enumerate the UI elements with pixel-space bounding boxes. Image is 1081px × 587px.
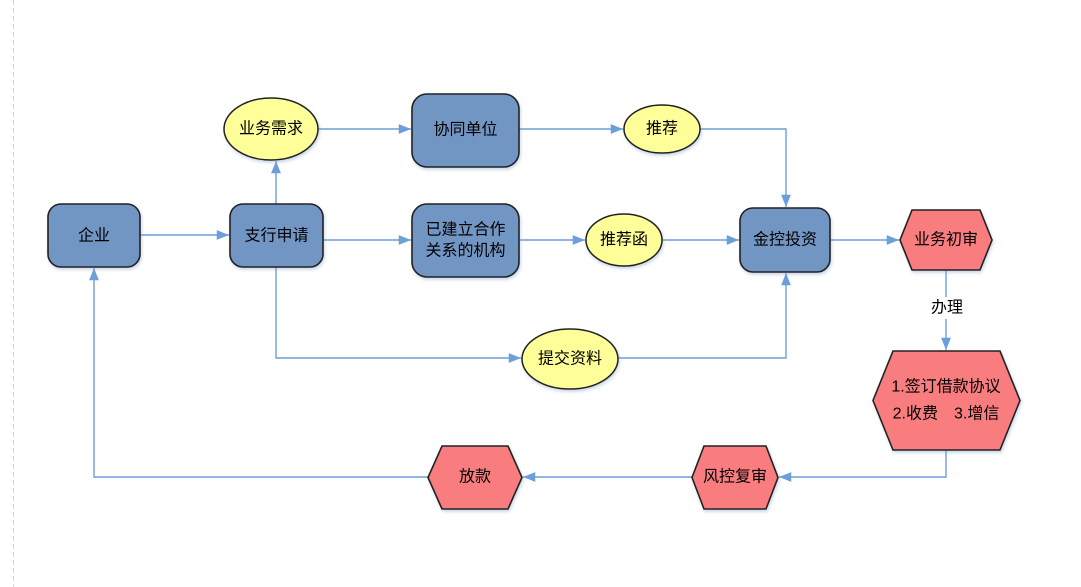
partner-institution-label-line2: 关系的机构 (425, 242, 505, 260)
edge-recommendation-to-jinkong (700, 128, 791, 207)
recommendation-letter-ellipse (585, 213, 663, 267)
agreement-label-line2: 2.收费 3.增信 (893, 405, 1000, 423)
partner-institution-label-line1: 已建立合作 (425, 221, 505, 239)
edges (89, 124, 951, 482)
submit-materials-ellipse (521, 328, 619, 390)
node-recommendation-letter: 推荐函 (585, 213, 663, 267)
node-agreement: 1.签订借款协议 2.收费 3.增信 (872, 350, 1021, 451)
partner-institution-box (411, 203, 520, 278)
edge-branch-to-submit-materials (275, 267, 521, 363)
business-initial-review-label: 业务初审 (914, 231, 978, 249)
node-enterprise: 企业 (47, 203, 141, 268)
node-jinkong-investment: 金控投资 (739, 207, 831, 273)
business-initial-review-hexagon (899, 209, 993, 271)
agreement-hexagon (872, 350, 1021, 451)
enterprise-box (47, 203, 141, 268)
edge-agreement-to-risk-review (779, 450, 947, 482)
edge-loan-to-enterprise (89, 268, 428, 478)
node-recommendation: 推荐 (623, 104, 701, 154)
node-risk-control-review: 风控复审 (691, 445, 779, 510)
risk-control-review-label: 风控复审 (703, 468, 767, 486)
node-partner-institution: 已建立合作 关系的机构 (411, 203, 520, 278)
node-submit-materials: 提交资料 (521, 328, 619, 390)
recommendation-label: 推荐 (646, 120, 678, 138)
recommendation-letter-label: 推荐函 (600, 231, 648, 249)
node-loan-disbursement: 放款 (427, 445, 523, 510)
loan-disbursement-label: 放款 (459, 468, 491, 486)
edge-label-handle-text: 办理 (931, 299, 963, 317)
collaborating-unit-box (411, 93, 520, 168)
submit-materials-label: 提交资料 (538, 350, 602, 368)
edge-submit-materials-to-jinkong (618, 273, 791, 359)
edge-label-bg (927, 297, 967, 319)
enterprise-label: 企业 (78, 227, 110, 245)
agreement-label-line1: 1.签订借款协议 (891, 378, 1000, 396)
jinkong-investment-label: 金控投资 (753, 231, 817, 249)
node-business-initial-review: 业务初审 (899, 209, 993, 271)
business-demand-ellipse (223, 97, 319, 161)
branch-application-label: 支行申请 (244, 227, 308, 245)
node-business-demand: 业务需求 (223, 97, 319, 161)
node-branch-application: 支行申请 (229, 203, 324, 268)
branch-application-box (229, 203, 324, 268)
edge-label-handle: 办理 (927, 297, 967, 319)
risk-control-review-hexagon (691, 445, 779, 510)
collaborating-unit-label: 协同单位 (433, 121, 497, 139)
node-collaborating-unit: 协同单位 (411, 93, 520, 168)
recommendation-ellipse (623, 104, 701, 154)
loan-disbursement-hexagon (427, 445, 523, 510)
jinkong-investment-box (739, 207, 831, 273)
business-demand-label: 业务需求 (239, 120, 303, 138)
